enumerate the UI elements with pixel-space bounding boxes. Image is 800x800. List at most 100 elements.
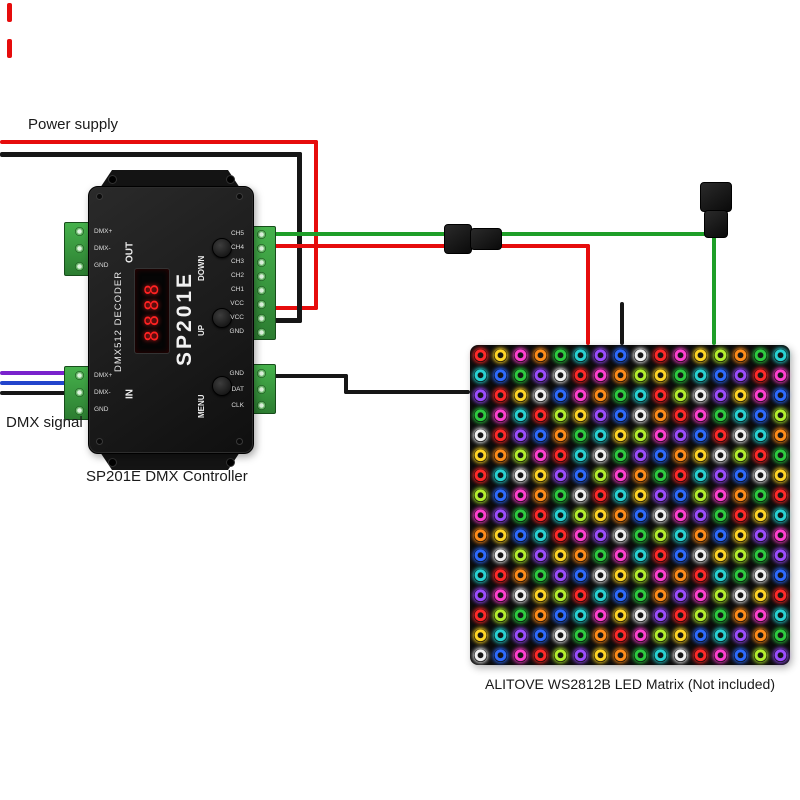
led (573, 408, 587, 422)
led (533, 588, 547, 602)
led (653, 588, 667, 602)
led (753, 388, 767, 402)
led-cell (650, 405, 670, 425)
led-cell (630, 385, 650, 405)
led-cell (750, 465, 770, 485)
led (633, 488, 647, 502)
led-cell (530, 345, 550, 365)
led (473, 628, 487, 642)
dmx-purple-wire (0, 371, 70, 375)
led-cell (490, 645, 510, 665)
led-cell (770, 425, 790, 445)
led-cell (510, 445, 530, 465)
led (553, 628, 567, 642)
led (573, 648, 587, 662)
led-cell (610, 565, 630, 585)
led (693, 528, 707, 542)
led-cell (490, 625, 510, 645)
led-cell (690, 645, 710, 665)
led (773, 568, 787, 582)
led (613, 588, 627, 602)
led-cell (570, 645, 590, 665)
led (773, 488, 787, 502)
led (633, 608, 647, 622)
led (513, 488, 527, 502)
led-cell (670, 445, 690, 465)
led (713, 368, 727, 382)
led (693, 468, 707, 482)
in-pin-labels: DMX+DMX-GND (94, 367, 124, 418)
led (693, 408, 707, 422)
pin-label: GND (94, 262, 109, 269)
led-cell (570, 365, 590, 385)
led-cell (510, 425, 530, 445)
led (773, 428, 787, 442)
led (773, 388, 787, 402)
led (753, 528, 767, 542)
led (573, 548, 587, 562)
led-cell (530, 365, 550, 385)
led-cell (670, 525, 690, 545)
led (693, 388, 707, 402)
led-cell (630, 505, 650, 525)
led (573, 628, 587, 642)
pin-label: GND (229, 370, 244, 377)
led (713, 468, 727, 482)
led-cell (610, 605, 630, 625)
led (733, 368, 747, 382)
led (493, 528, 507, 542)
led (473, 448, 487, 462)
terminal-screw (74, 405, 84, 415)
led-cell (650, 625, 670, 645)
led (473, 388, 487, 402)
led (493, 408, 507, 422)
led (693, 448, 707, 462)
led (533, 428, 547, 442)
led-cell (550, 345, 570, 365)
led (473, 548, 487, 562)
led (733, 608, 747, 622)
led-cell (550, 545, 570, 565)
led (673, 428, 687, 442)
led-cell (770, 585, 790, 605)
led (493, 508, 507, 522)
out-pin-labels: DMX+DMX-GND (94, 223, 124, 274)
mounting-hole (108, 458, 117, 467)
led (773, 508, 787, 522)
led-cell (770, 445, 790, 465)
led-cell (550, 465, 570, 485)
led-cell (750, 605, 770, 625)
led (673, 448, 687, 462)
led-cell (650, 385, 670, 405)
led-cell (730, 485, 750, 505)
terminal-screw (256, 271, 266, 281)
led (593, 448, 607, 462)
led (673, 628, 687, 642)
led-cell (610, 445, 630, 465)
led-cell (470, 445, 490, 465)
led (673, 648, 687, 662)
led (653, 388, 667, 402)
led-cell (770, 385, 790, 405)
led-grid (470, 345, 790, 665)
led-cell (750, 625, 770, 645)
led-cell (690, 425, 710, 445)
led (673, 608, 687, 622)
led-cell (510, 345, 530, 365)
led-cell (650, 645, 670, 665)
led-cell (630, 605, 650, 625)
led (513, 428, 527, 442)
led (533, 488, 547, 502)
led (593, 428, 607, 442)
led-cell (590, 445, 610, 465)
led (533, 608, 547, 622)
led-cell (470, 385, 490, 405)
led (573, 568, 587, 582)
pin-label: DMX+ (94, 372, 113, 379)
led-cell (670, 565, 690, 585)
led (573, 388, 587, 402)
led (553, 528, 567, 542)
led-cell (650, 425, 670, 445)
led (693, 608, 707, 622)
led-cell (730, 365, 750, 385)
